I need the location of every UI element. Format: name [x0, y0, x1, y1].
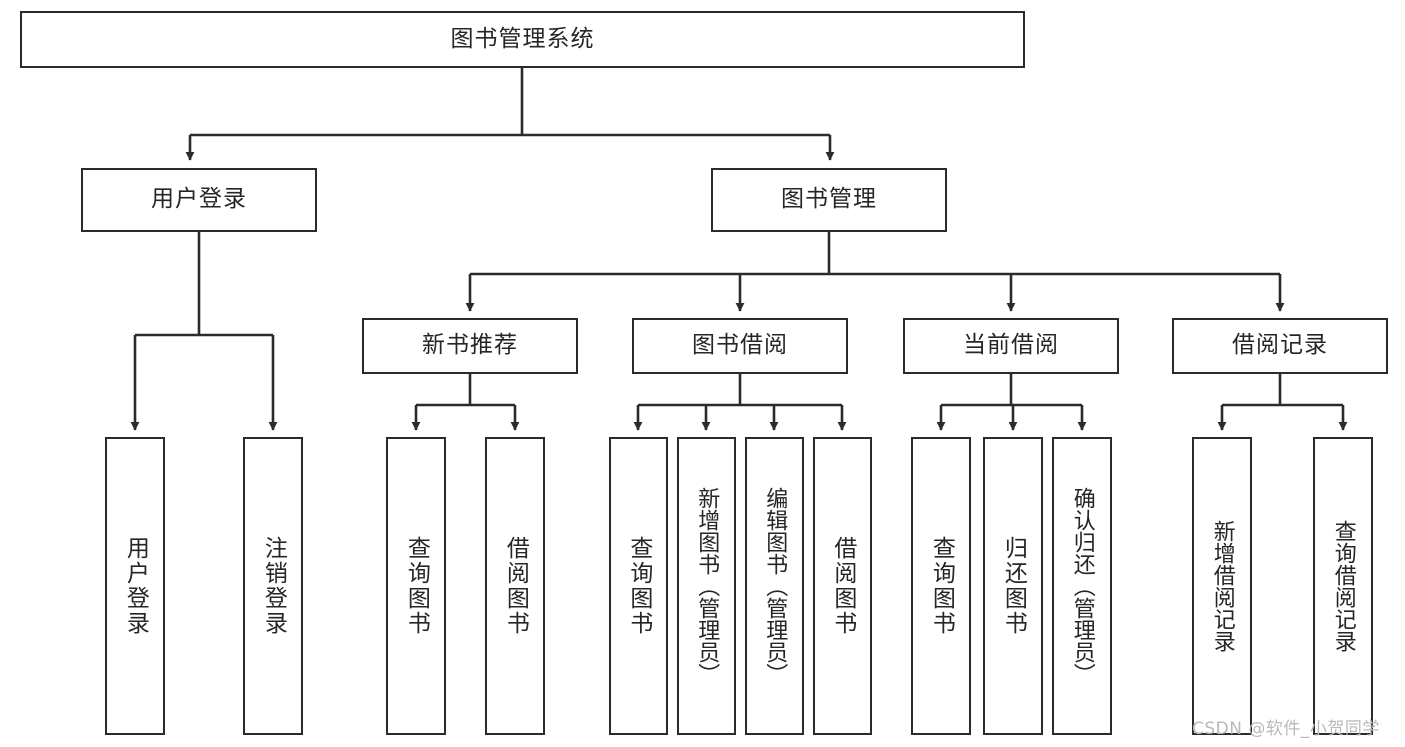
node-label: 查询借阅记录 [1330, 520, 1356, 652]
node-book-borrow[interactable]: 图书借阅 [632, 318, 848, 374]
node-label: 查询图书 [403, 536, 430, 636]
leaf-return-book[interactable]: 归还图书 [983, 437, 1043, 735]
leaf-query-book-current[interactable]: 查询图书 [911, 437, 971, 735]
leaf-query-book-borrow[interactable]: 查询图书 [609, 437, 668, 735]
node-label: 图书管理系统 [450, 25, 595, 52]
node-label: 查询图书 [928, 536, 955, 636]
node-label: 归还图书 [1000, 536, 1027, 636]
node-borrow-record[interactable]: 借阅记录 [1172, 318, 1388, 374]
node-label: 图书借阅 [692, 332, 788, 359]
node-label: 注销登录 [260, 536, 287, 636]
node-root-system[interactable]: 图书管理系统 [20, 11, 1025, 68]
leaf-edit-book-admin[interactable]: 编辑图书（管理员） [745, 437, 804, 735]
csdn-watermark: CSDN @软件_小贺同学 [1192, 719, 1380, 739]
node-label: 新书推荐 [422, 332, 518, 359]
leaf-logout[interactable]: 注销登录 [243, 437, 303, 735]
node-label: 新增借阅记录 [1209, 520, 1235, 652]
leaf-add-borrow-record[interactable]: 新增借阅记录 [1192, 437, 1252, 735]
node-label: 新增图书（管理员） [694, 487, 720, 685]
leaf-add-book-admin[interactable]: 新增图书（管理员） [677, 437, 736, 735]
leaf-confirm-return-admin[interactable]: 确认归还（管理员） [1052, 437, 1112, 735]
node-label: 用户登录 [122, 536, 149, 636]
node-label: 借阅图书 [829, 536, 856, 636]
node-label: 查询图书 [625, 536, 652, 636]
node-label: 借阅图书 [502, 536, 529, 636]
leaf-borrow-book[interactable]: 借阅图书 [813, 437, 872, 735]
node-label: 图书管理 [781, 186, 877, 213]
node-book-management[interactable]: 图书管理 [711, 168, 947, 232]
node-new-book-recommend[interactable]: 新书推荐 [362, 318, 578, 374]
node-user-login[interactable]: 用户登录 [81, 168, 317, 232]
leaf-user-login[interactable]: 用户登录 [105, 437, 165, 735]
node-label: 借阅记录 [1232, 332, 1328, 359]
node-label: 当前借阅 [963, 332, 1059, 359]
node-label: 用户登录 [151, 186, 247, 213]
leaf-query-book-recommend[interactable]: 查询图书 [386, 437, 446, 735]
node-current-borrow[interactable]: 当前借阅 [903, 318, 1119, 374]
leaf-query-borrow-record[interactable]: 查询借阅记录 [1313, 437, 1373, 735]
node-label: 编辑图书（管理员） [762, 487, 788, 685]
node-label: 确认归还（管理员） [1069, 487, 1095, 685]
leaf-borrow-book-recommend[interactable]: 借阅图书 [485, 437, 545, 735]
